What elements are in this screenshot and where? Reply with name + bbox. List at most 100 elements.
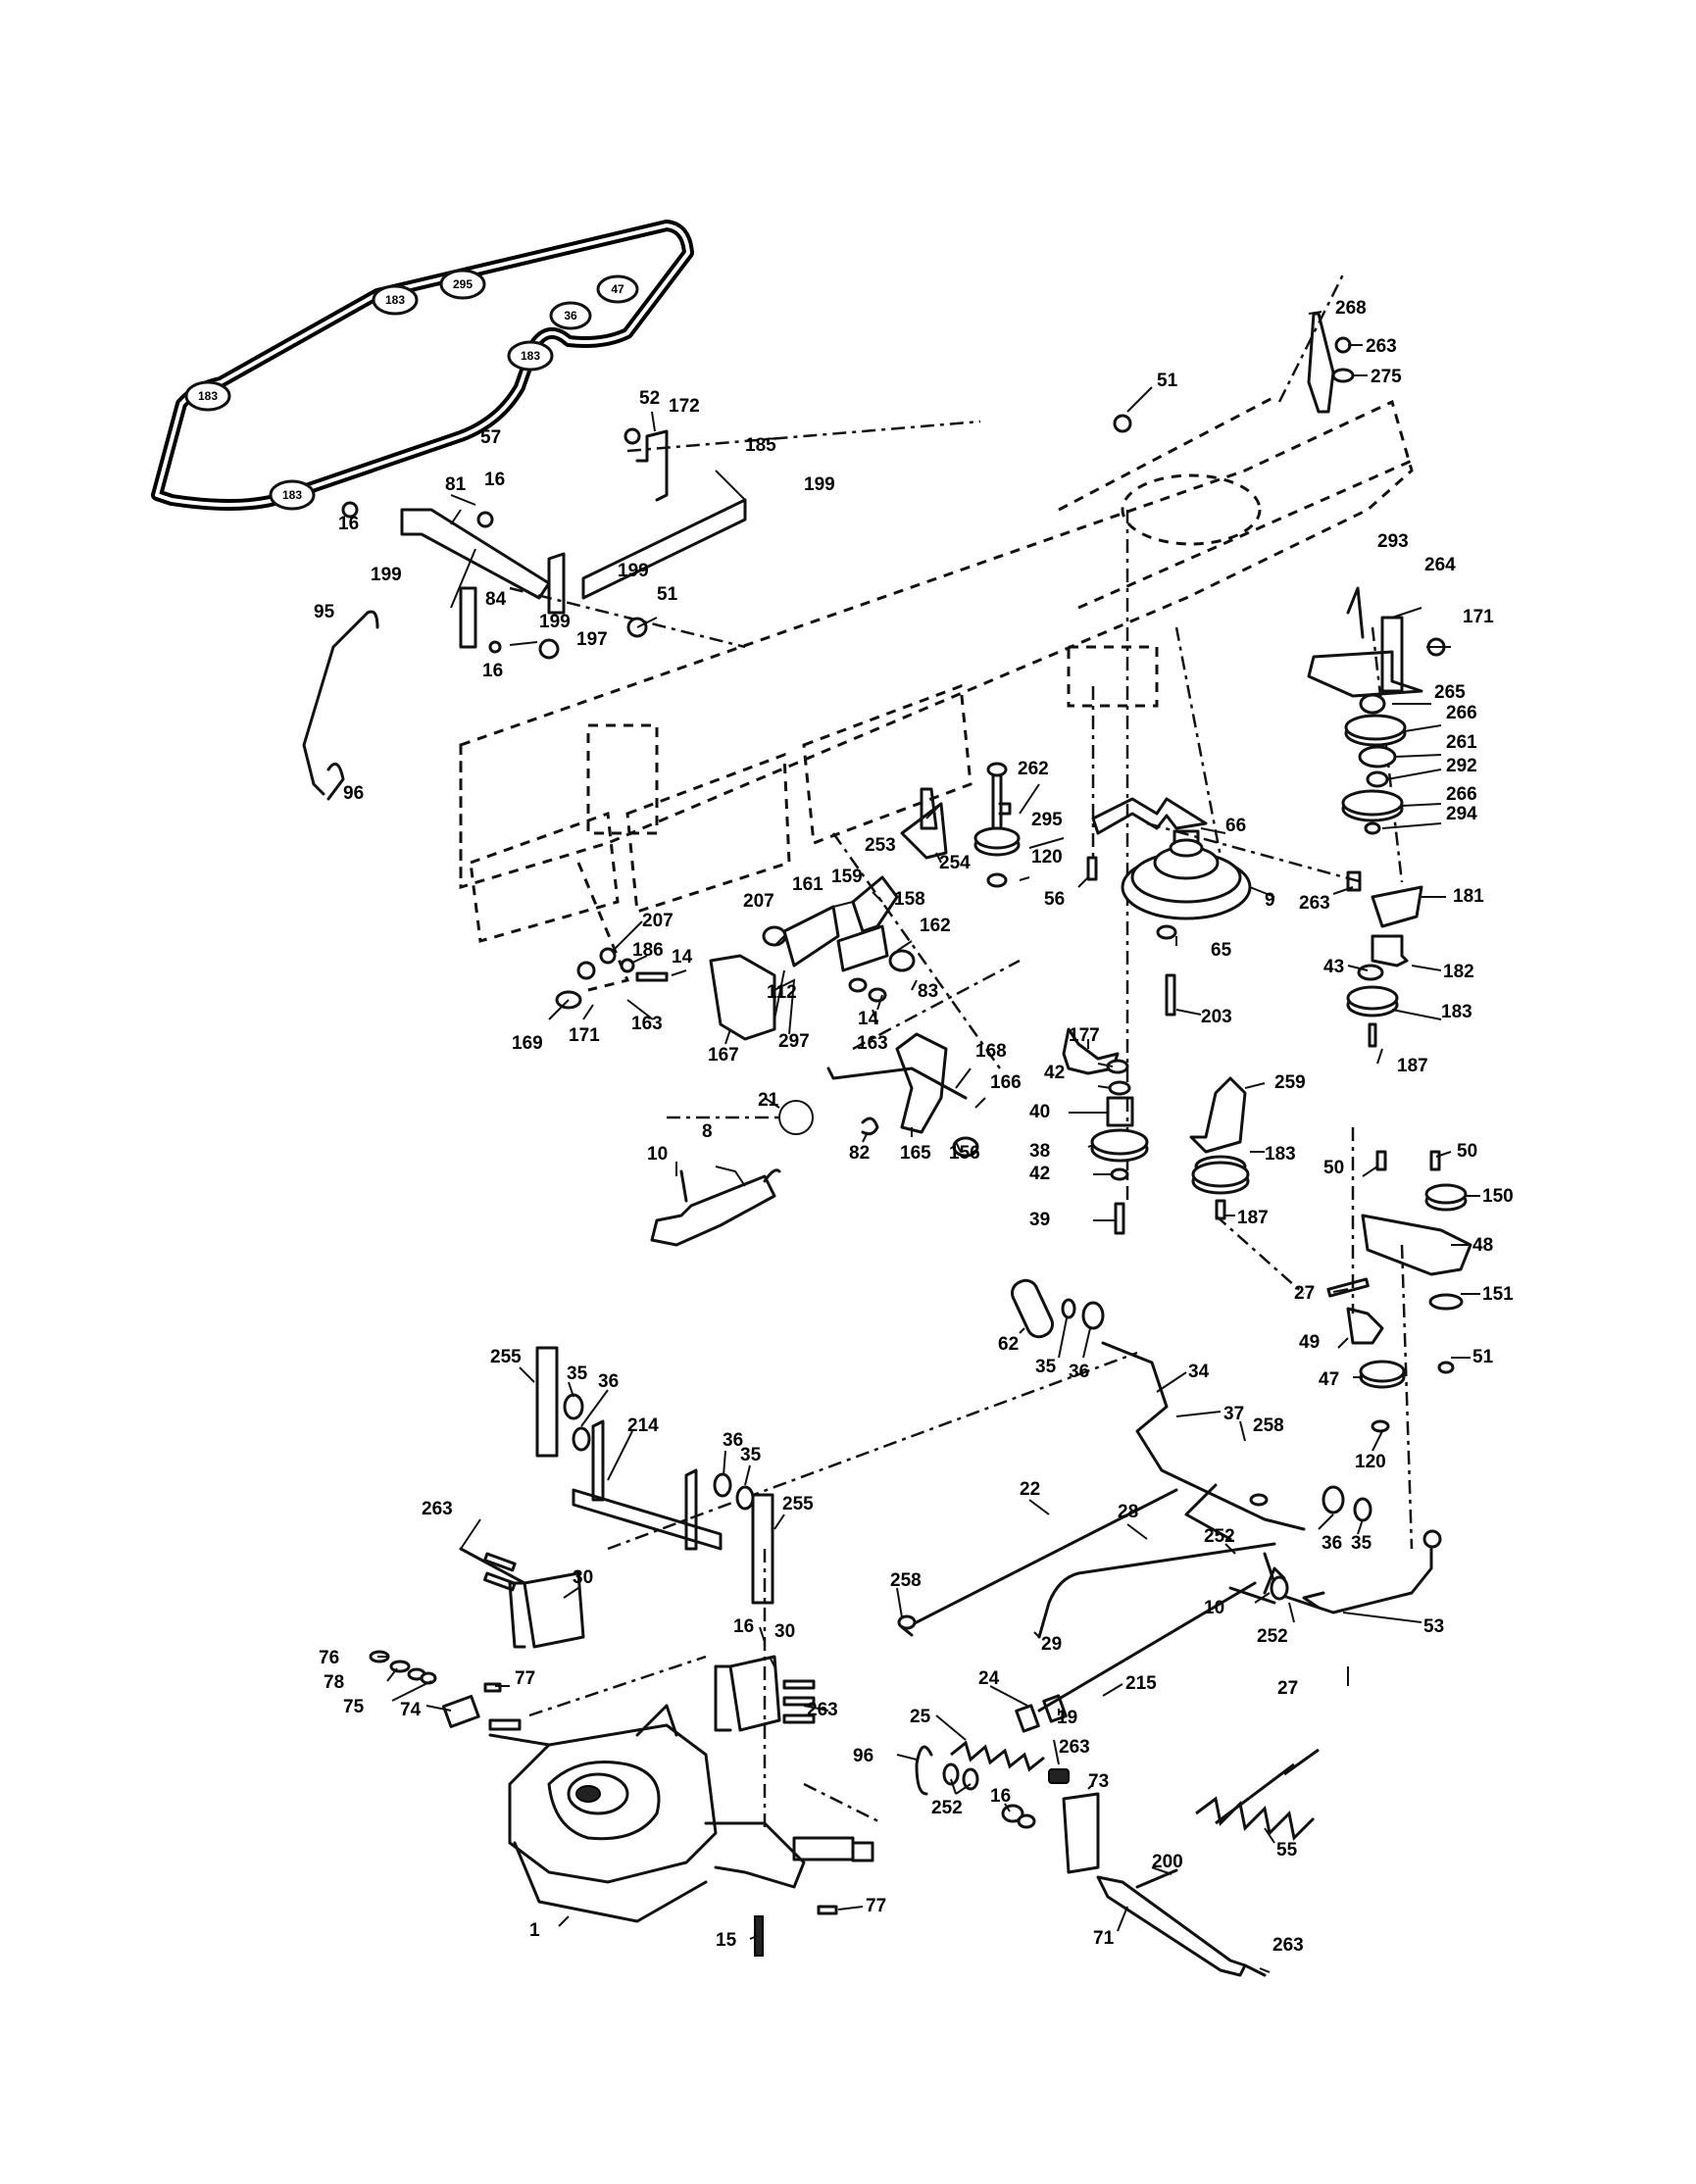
callout-259: 259 <box>1274 1072 1306 1093</box>
belt-pulley-36: 36 <box>549 301 592 330</box>
callout-50: 50 <box>1457 1141 1477 1162</box>
callout-22: 22 <box>1020 1479 1040 1500</box>
callout-16: 16 <box>733 1616 754 1637</box>
callout-199: 199 <box>804 474 835 495</box>
callout-51: 51 <box>1472 1347 1494 1367</box>
mounting-bracket-30-lower <box>714 1655 816 1732</box>
callout-14: 14 <box>858 1009 879 1029</box>
callout-171: 171 <box>569 1025 600 1046</box>
callout-183: 183 <box>1265 1144 1296 1165</box>
callout-50: 50 <box>1323 1158 1344 1178</box>
control-spring-25 <box>915 1566 1289 1796</box>
callout-181: 181 <box>1453 886 1484 907</box>
callout-294: 294 <box>1446 804 1477 824</box>
linkage-rods <box>897 1341 1442 1712</box>
callout-83: 83 <box>918 981 938 1002</box>
callout-36: 36 <box>598 1371 619 1392</box>
callout-258: 258 <box>890 1570 922 1591</box>
callout-95: 95 <box>314 602 335 622</box>
callout-265: 265 <box>1434 682 1466 703</box>
callout-252: 252 <box>1204 1526 1235 1547</box>
callout-62: 62 <box>998 1334 1019 1355</box>
lift-linkage <box>302 414 1132 801</box>
callout-187: 187 <box>1397 1056 1428 1076</box>
callout-39: 39 <box>1029 1210 1050 1230</box>
callout-254: 254 <box>939 853 971 873</box>
pedal-rod-grip <box>1010 1278 1105 1339</box>
callout-47: 47 <box>1319 1369 1339 1390</box>
tractor-frame <box>459 395 1414 992</box>
callout-168: 168 <box>975 1041 1007 1062</box>
callout-264: 264 <box>1424 555 1456 575</box>
callout-266: 266 <box>1446 784 1477 805</box>
callout-38: 38 <box>1029 1141 1050 1162</box>
idler-assembly-right <box>1307 312 1446 1048</box>
callout-253: 253 <box>865 835 896 856</box>
callout-169: 169 <box>512 1033 543 1054</box>
callout-177: 177 <box>1069 1025 1100 1046</box>
callout-255: 255 <box>490 1347 522 1367</box>
callout-163: 163 <box>631 1014 663 1034</box>
callout-263: 263 <box>1299 893 1330 914</box>
callout-197: 197 <box>576 629 608 650</box>
callout-120: 120 <box>1355 1452 1386 1472</box>
callout-263: 263 <box>1366 336 1397 357</box>
callout-1: 1 <box>529 1920 540 1941</box>
callout-65: 65 <box>1211 940 1232 961</box>
callout-24: 24 <box>978 1668 1000 1689</box>
callout-199: 199 <box>371 565 402 585</box>
callout-34: 34 <box>1188 1362 1210 1382</box>
callout-37: 37 <box>1223 1404 1244 1424</box>
callout-183: 183 <box>1441 1002 1472 1022</box>
callout-35: 35 <box>1035 1357 1057 1377</box>
callout-214: 214 <box>627 1415 659 1436</box>
callout-185: 185 <box>745 435 776 456</box>
callout-71: 71 <box>1093 1928 1115 1949</box>
callout-53: 53 <box>1423 1616 1444 1637</box>
callout-292: 292 <box>1446 756 1477 776</box>
belt-pulley-183-mid: 183 <box>507 340 554 372</box>
callout-84: 84 <box>485 589 507 610</box>
callout-263: 263 <box>807 1700 838 1720</box>
callout-295: 295 <box>1031 810 1063 830</box>
belt-pulley-295: 295 <box>439 269 486 300</box>
tension-spring-55 <box>1195 1748 1320 1842</box>
callout-16: 16 <box>484 470 505 490</box>
callout-293: 293 <box>1377 531 1409 552</box>
callout-120: 120 <box>1031 847 1063 868</box>
idler-bracket-259 <box>1189 1076 1250 1220</box>
callout-258: 258 <box>1253 1415 1284 1436</box>
callout-199: 199 <box>618 561 649 581</box>
callout-51: 51 <box>657 584 678 605</box>
callout-27: 27 <box>1294 1283 1315 1304</box>
callout-96: 96 <box>853 1746 873 1766</box>
callout-163: 163 <box>857 1033 888 1054</box>
callout-27: 27 <box>1277 1678 1298 1699</box>
callout-78: 78 <box>324 1672 344 1693</box>
callout-16: 16 <box>338 514 359 534</box>
callout-labels: 268 263 275 51 52 172 185 199 57 81 16 1… <box>314 298 1514 1956</box>
callout-16: 16 <box>990 1786 1011 1807</box>
callout-156: 156 <box>949 1143 980 1164</box>
svg-text:295: 295 <box>453 277 473 291</box>
brake-bracket-assembly <box>555 875 979 1247</box>
leader-lines <box>377 311 1480 1973</box>
belt-pulley-183-bottom: 183 <box>269 479 316 511</box>
callout-172: 172 <box>669 396 700 417</box>
shaft-214-assembly <box>535 1346 774 1605</box>
callout-161: 161 <box>792 874 823 895</box>
callout-261: 261 <box>1446 732 1477 753</box>
callout-30: 30 <box>573 1567 593 1588</box>
callout-75: 75 <box>343 1697 365 1717</box>
callout-30: 30 <box>774 1621 795 1642</box>
callout-51: 51 <box>1157 371 1178 391</box>
callout-199: 199 <box>539 612 571 632</box>
bracket-73-and-rod-71 <box>1001 1768 1267 1977</box>
callout-57: 57 <box>480 427 501 448</box>
callout-14: 14 <box>672 947 693 968</box>
callout-187: 187 <box>1237 1208 1269 1228</box>
callout-36: 36 <box>723 1430 743 1451</box>
callout-171: 171 <box>1463 607 1494 627</box>
callout-150: 150 <box>1482 1186 1514 1207</box>
